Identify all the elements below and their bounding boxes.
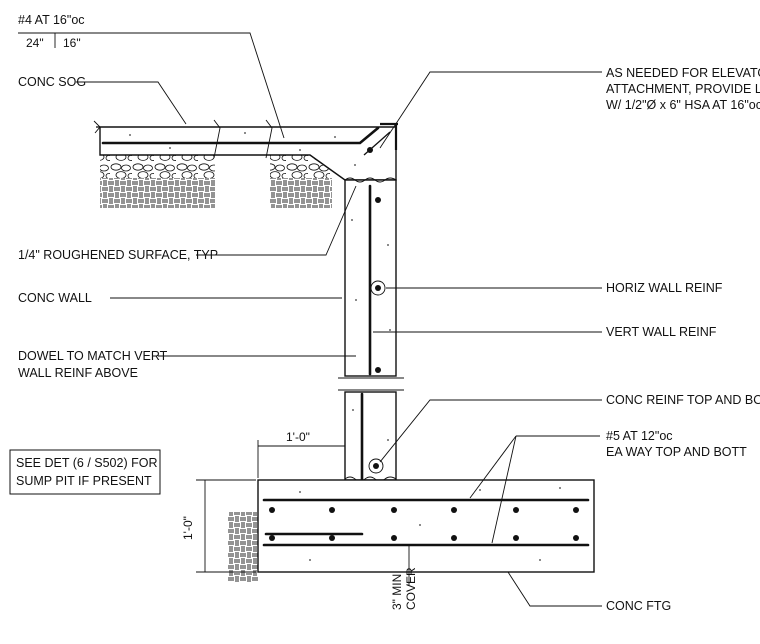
dim-1ft-horizontal-label: 1'-0"	[286, 430, 310, 444]
soil-hatch-left	[100, 178, 215, 208]
cover-dimension	[402, 544, 416, 585]
dimension-1ft-horizontal	[257, 440, 346, 478]
soil-hatch-right	[270, 178, 332, 208]
bars-note-line2: EA WAY TOP AND BOTT	[606, 445, 747, 459]
leader-lines	[76, 32, 602, 607]
conc-wall-label: CONC WALL	[18, 291, 92, 305]
dowel-note-line2: WALL REINF ABOVE	[18, 366, 138, 380]
elevator-note-line3: W/ 1/2"Ø x 6" HSA AT 16"oc	[606, 98, 760, 112]
top-reinf-dimension	[18, 32, 95, 48]
footing-reinforcing	[262, 498, 590, 547]
conc-ftg-label: CONC FTG	[606, 599, 671, 613]
top-reinf-label: #4 AT 16"oc	[18, 13, 85, 27]
see-detail-box: SEE DET (6 / S502) FOR SUMP PIT IF PRESE…	[9, 449, 161, 495]
concrete-footing	[257, 479, 595, 573]
concrete-aggregate-specks	[129, 132, 561, 561]
see-detail-line2: SUMP PIT IF PRESENT	[16, 474, 152, 488]
soil-hatch-footing	[228, 512, 258, 582]
dimension-1ft-vertical	[196, 479, 256, 573]
dim-24-label: 24"	[26, 36, 44, 50]
conc-reinf-label: CONC REINF TOP AND BOTT	[606, 393, 760, 407]
slab-reinforcing	[101, 126, 380, 145]
dowel-note-line1: DOWEL TO MATCH VERT	[18, 349, 168, 363]
elevator-note-line2: ATTACHMENT, PROVIDE L4x3x	[606, 82, 760, 96]
horiz-wall-reinf-label: HORIZ WALL REINF	[606, 281, 723, 295]
conc-sog-label: CONC SOG	[18, 75, 86, 89]
cover-note-line1: 3" MIN	[390, 574, 404, 610]
see-detail-line1: SEE DET (6 / S502) FOR	[16, 456, 157, 470]
elevator-angle	[363, 122, 398, 156]
vert-wall-reinf-label: VERT WALL REINF	[606, 325, 717, 339]
cover-note-line2: COVER	[404, 567, 418, 610]
dim-1ft-vertical-label: 1'-0"	[181, 516, 195, 540]
elevator-note-line1: AS NEEDED FOR ELEVATOR S	[606, 66, 760, 80]
roughened-surface-label: 1/4" ROUGHENED SURFACE, TYP	[18, 248, 218, 262]
bars-note-line1: #5 AT 12"oc	[606, 429, 673, 443]
gravel-base-left	[100, 153, 215, 178]
dim-16-label: 16"	[63, 36, 81, 50]
